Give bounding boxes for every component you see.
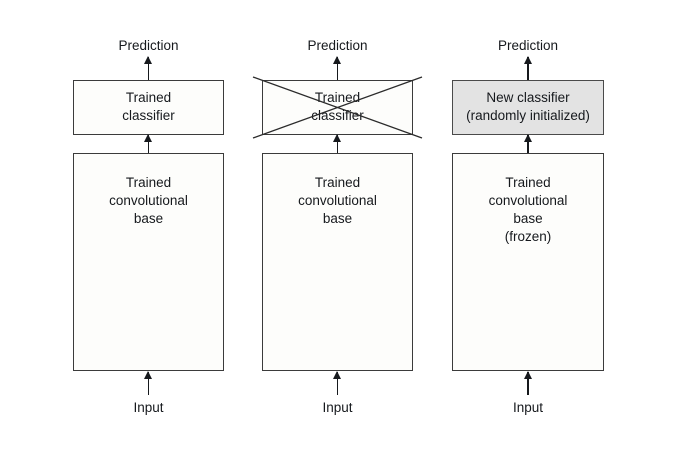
- column-classifier-discarded: Prediction Trained classifier Trained co…: [252, 0, 423, 453]
- input-label: Input: [512, 400, 544, 415]
- prediction-label: Prediction: [497, 38, 559, 53]
- input-label: Input: [322, 400, 353, 415]
- classifier-box-label: Trained classifier: [122, 90, 175, 123]
- convolutional-base-box: Trained convolutional base: [73, 153, 224, 371]
- convolutional-base-label: Trained convolutional base: [109, 175, 188, 226]
- input-label: Input: [133, 400, 164, 415]
- classifier-box: Trained classifier: [262, 80, 413, 135]
- new-classifier-label: New classifier (randomly initialized): [466, 90, 590, 123]
- convolutional-base-label: Trained convolutional base: [298, 175, 377, 226]
- column-pretrained-network: Prediction Trained classifier Trained co…: [73, 0, 224, 453]
- column-new-classifier: Prediction New classifier (randomly init…: [452, 0, 604, 453]
- classifier-box: Trained classifier: [73, 80, 224, 135]
- prediction-label: Prediction: [307, 38, 368, 53]
- prediction-label: Prediction: [118, 38, 179, 53]
- classifier-box-label: Trained classifier: [311, 90, 364, 123]
- convolutional-base-label: Trained convolutional base (frozen): [488, 175, 568, 244]
- convolutional-base-box: Trained convolutional base (frozen): [452, 153, 604, 371]
- convolutional-base-box: Trained convolutional base: [262, 153, 413, 371]
- new-classifier-box: New classifier (randomly initialized): [452, 80, 604, 135]
